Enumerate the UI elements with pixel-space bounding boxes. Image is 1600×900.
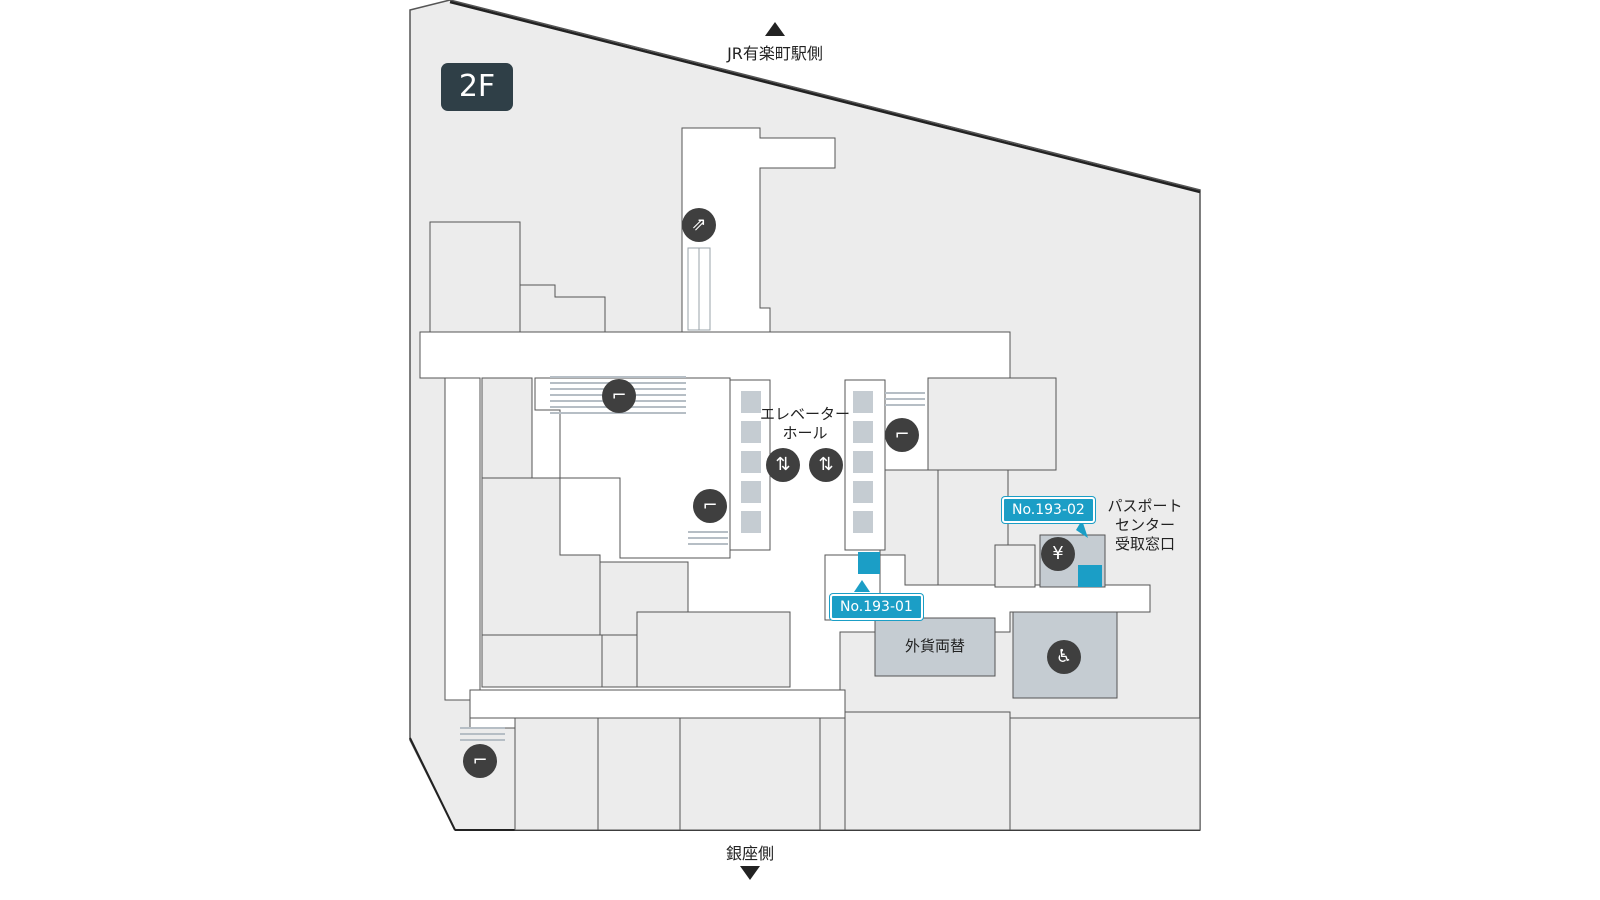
floor-badge: 2F [441, 63, 513, 111]
south-arrow [740, 866, 760, 880]
passport-line2: センター [1114, 516, 1175, 534]
passport-line3: 受取窓口 [1114, 535, 1175, 553]
north-arrow [765, 22, 785, 36]
elevator-icon: ⇅ [809, 448, 843, 482]
callout-1-pointer [854, 580, 870, 592]
exchange-label: 外貨両替 [904, 637, 965, 655]
stairs-icon: ⌐ [693, 489, 727, 523]
shop-blocks [429, 221, 1201, 831]
callout-2-pointer [1076, 520, 1088, 538]
atm-icon: ¥ [1041, 537, 1075, 571]
elevator-hall-line2: ホール [782, 424, 828, 442]
passport-center-label: パスポート センター 受取窓口 [1100, 497, 1190, 554]
escalator-icon: ⇗ [682, 208, 716, 242]
stairs-icon: ⌐ [602, 379, 636, 413]
stairs-icon: ⌐ [463, 744, 497, 778]
elevator-hall-label: エレベーター ホール [750, 405, 860, 443]
callout-no-193-02[interactable]: No.193-02 [1002, 497, 1095, 523]
passport-line1: パスポート [1107, 497, 1183, 515]
callout-no-193-01[interactable]: No.193-01 [830, 594, 923, 620]
north-boundary [449, 0, 1201, 194]
southwest-boundary [409, 737, 456, 831]
south-direction-label: 銀座側 [725, 844, 774, 863]
elevator-hall-line1: エレベーター [759, 405, 850, 423]
elevator-icon: ⇅ [766, 448, 800, 482]
stairs-icon: ⌐ [885, 418, 919, 452]
elevator-banks [729, 379, 886, 551]
kiosk-marker [858, 552, 880, 574]
restroom-icon: ♿ [1047, 640, 1081, 674]
north-direction-label: JR有楽町駅側 [727, 44, 823, 63]
exchange-area [874, 617, 996, 677]
passport-counter-marker [1078, 565, 1102, 587]
